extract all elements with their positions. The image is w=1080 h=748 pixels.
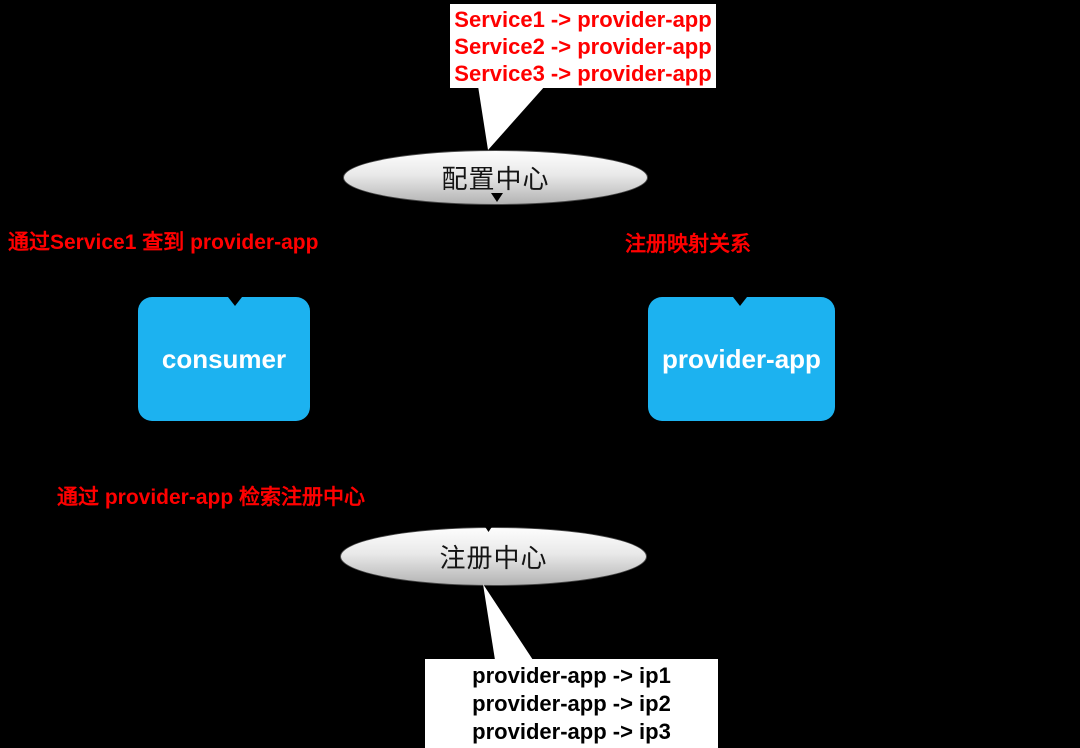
bottom-callout-pointer <box>483 584 533 660</box>
arrow-stub-registry <box>482 522 495 532</box>
consumer-label: consumer <box>161 343 287 374</box>
arrow-stub-config <box>491 193 503 202</box>
annotation-register-mapping: 注册映射关系 <box>625 233 751 256</box>
mapping-line-service1: Service1 -> provider-app <box>454 6 712 32</box>
registry-center-label: 注册中心 <box>439 543 548 573</box>
config-mapping-callout: Service1 -> provider-app Service2 -> pro… <box>450 4 716 88</box>
registry-ip-callout: provider-app -> ip1 provider-app -> ip2 … <box>425 659 718 748</box>
arrow-stub-provider <box>733 297 747 306</box>
annotation-query-registry: 通过 provider-app 检索注册中心 <box>57 486 366 509</box>
top-callout-pointer <box>478 86 545 150</box>
ip-line-1: provider-app -> ip1 <box>472 662 671 688</box>
provider-app-label: provider-app <box>662 343 821 374</box>
ip-line-3: provider-app -> ip3 <box>472 718 671 744</box>
config-center-label: 配置中心 <box>441 164 550 194</box>
arrow-stub-consumer <box>228 297 242 306</box>
consumer-node: consumer <box>138 297 310 421</box>
provider-app-node: provider-app <box>648 297 835 421</box>
registry-center-node: 注册中心 <box>340 527 647 586</box>
annotation-lookup-service: 通过Service1 查到 provider-app <box>8 231 319 254</box>
mapping-line-service2: Service2 -> provider-app <box>454 33 712 59</box>
ip-line-2: provider-app -> ip2 <box>472 690 671 716</box>
mapping-line-service3: Service3 -> provider-app <box>454 60 712 86</box>
